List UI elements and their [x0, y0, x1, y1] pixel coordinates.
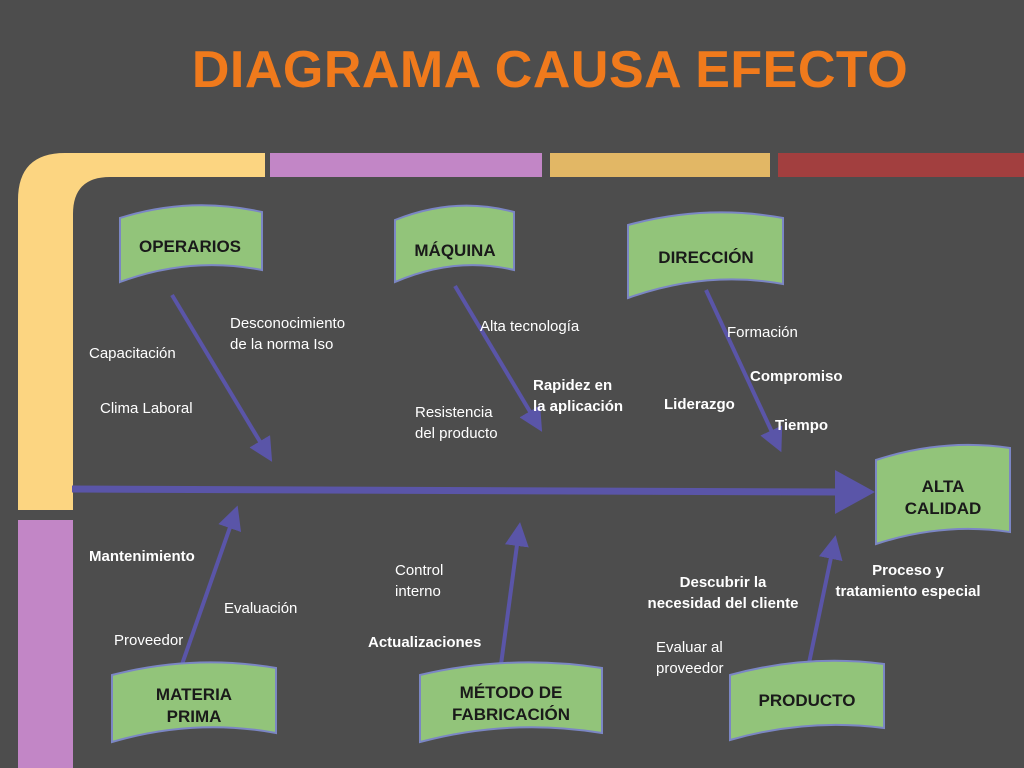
purple-top-band: [270, 153, 542, 177]
cause-liderazgo: Liderazgo: [664, 396, 735, 413]
effect-alta-calidad: ALTA CALIDAD: [904, 477, 982, 518]
cause-rapidez: Rapidez en la aplicación: [533, 377, 624, 415]
flag-maquina: [394, 204, 515, 284]
category-materia-prima: MATERIA PRIMA: [155, 685, 233, 726]
cause-proceso: Proceso y tratamiento especial: [835, 562, 981, 600]
tan-top-band: [550, 153, 770, 177]
flag-materia-prima: [111, 661, 277, 744]
page-title: DIAGRAMA CAUSA EFECTO: [191, 41, 909, 99]
cause-compromiso: Compromiso: [750, 368, 843, 385]
spine-arrow: [71, 485, 841, 496]
cause-mantenimiento: Mantenimiento: [89, 548, 195, 565]
bone-materia-prima: [178, 505, 242, 671]
bone-direccion: [704, 289, 783, 453]
cause-capacitacion: Capacitación: [89, 345, 176, 362]
cause-actualizaciones: Actualizaciones: [368, 634, 482, 651]
cause-evaluacion: Evaluación: [224, 600, 298, 617]
flag-metodo: [419, 661, 603, 744]
cause-formacion: Formación: [727, 324, 798, 341]
cause-alta-tecnologia: Alta tecnología: [480, 318, 580, 335]
category-operarios: OPERARIOS: [138, 237, 242, 256]
flag-producto: [729, 659, 885, 742]
cause-desconocimiento: Desconocimiento de la norma Iso: [230, 315, 346, 353]
cause-tiempo: Tiempo: [775, 417, 829, 434]
spine-arrowhead: [835, 470, 875, 514]
cause-clima-laboral: Clima Laboral: [100, 400, 193, 417]
bone-maquina: [453, 284, 543, 432]
cause-evaluar-proveedor: Evaluar al proveedor: [656, 639, 724, 677]
flag-direccion: [627, 211, 784, 300]
bone-metodo: [498, 522, 529, 673]
yellow-corner-band: [18, 153, 265, 510]
cause-control-interno: Control interno: [395, 562, 444, 600]
category-producto: PRODUCTO: [758, 691, 856, 710]
cause-proveedor: Proveedor: [114, 632, 184, 649]
cause-descubrir: Descubrir la necesidad del cliente: [647, 574, 799, 612]
cause-resistencia: Resistencia del producto: [415, 404, 498, 442]
purple-side-band: [18, 520, 73, 768]
red-top-band: [778, 153, 1024, 177]
flag-operarios: [119, 204, 263, 284]
category-direccion: DIRECCIÓN: [658, 248, 754, 267]
flag-alta-calidad: [875, 443, 1011, 546]
bone-operarios: [170, 293, 273, 462]
category-maquina: MÁQUINA: [414, 241, 496, 260]
category-metodo: MÉTODO DE FABRICACIÓN: [451, 683, 571, 724]
bone-producto: [806, 535, 843, 669]
